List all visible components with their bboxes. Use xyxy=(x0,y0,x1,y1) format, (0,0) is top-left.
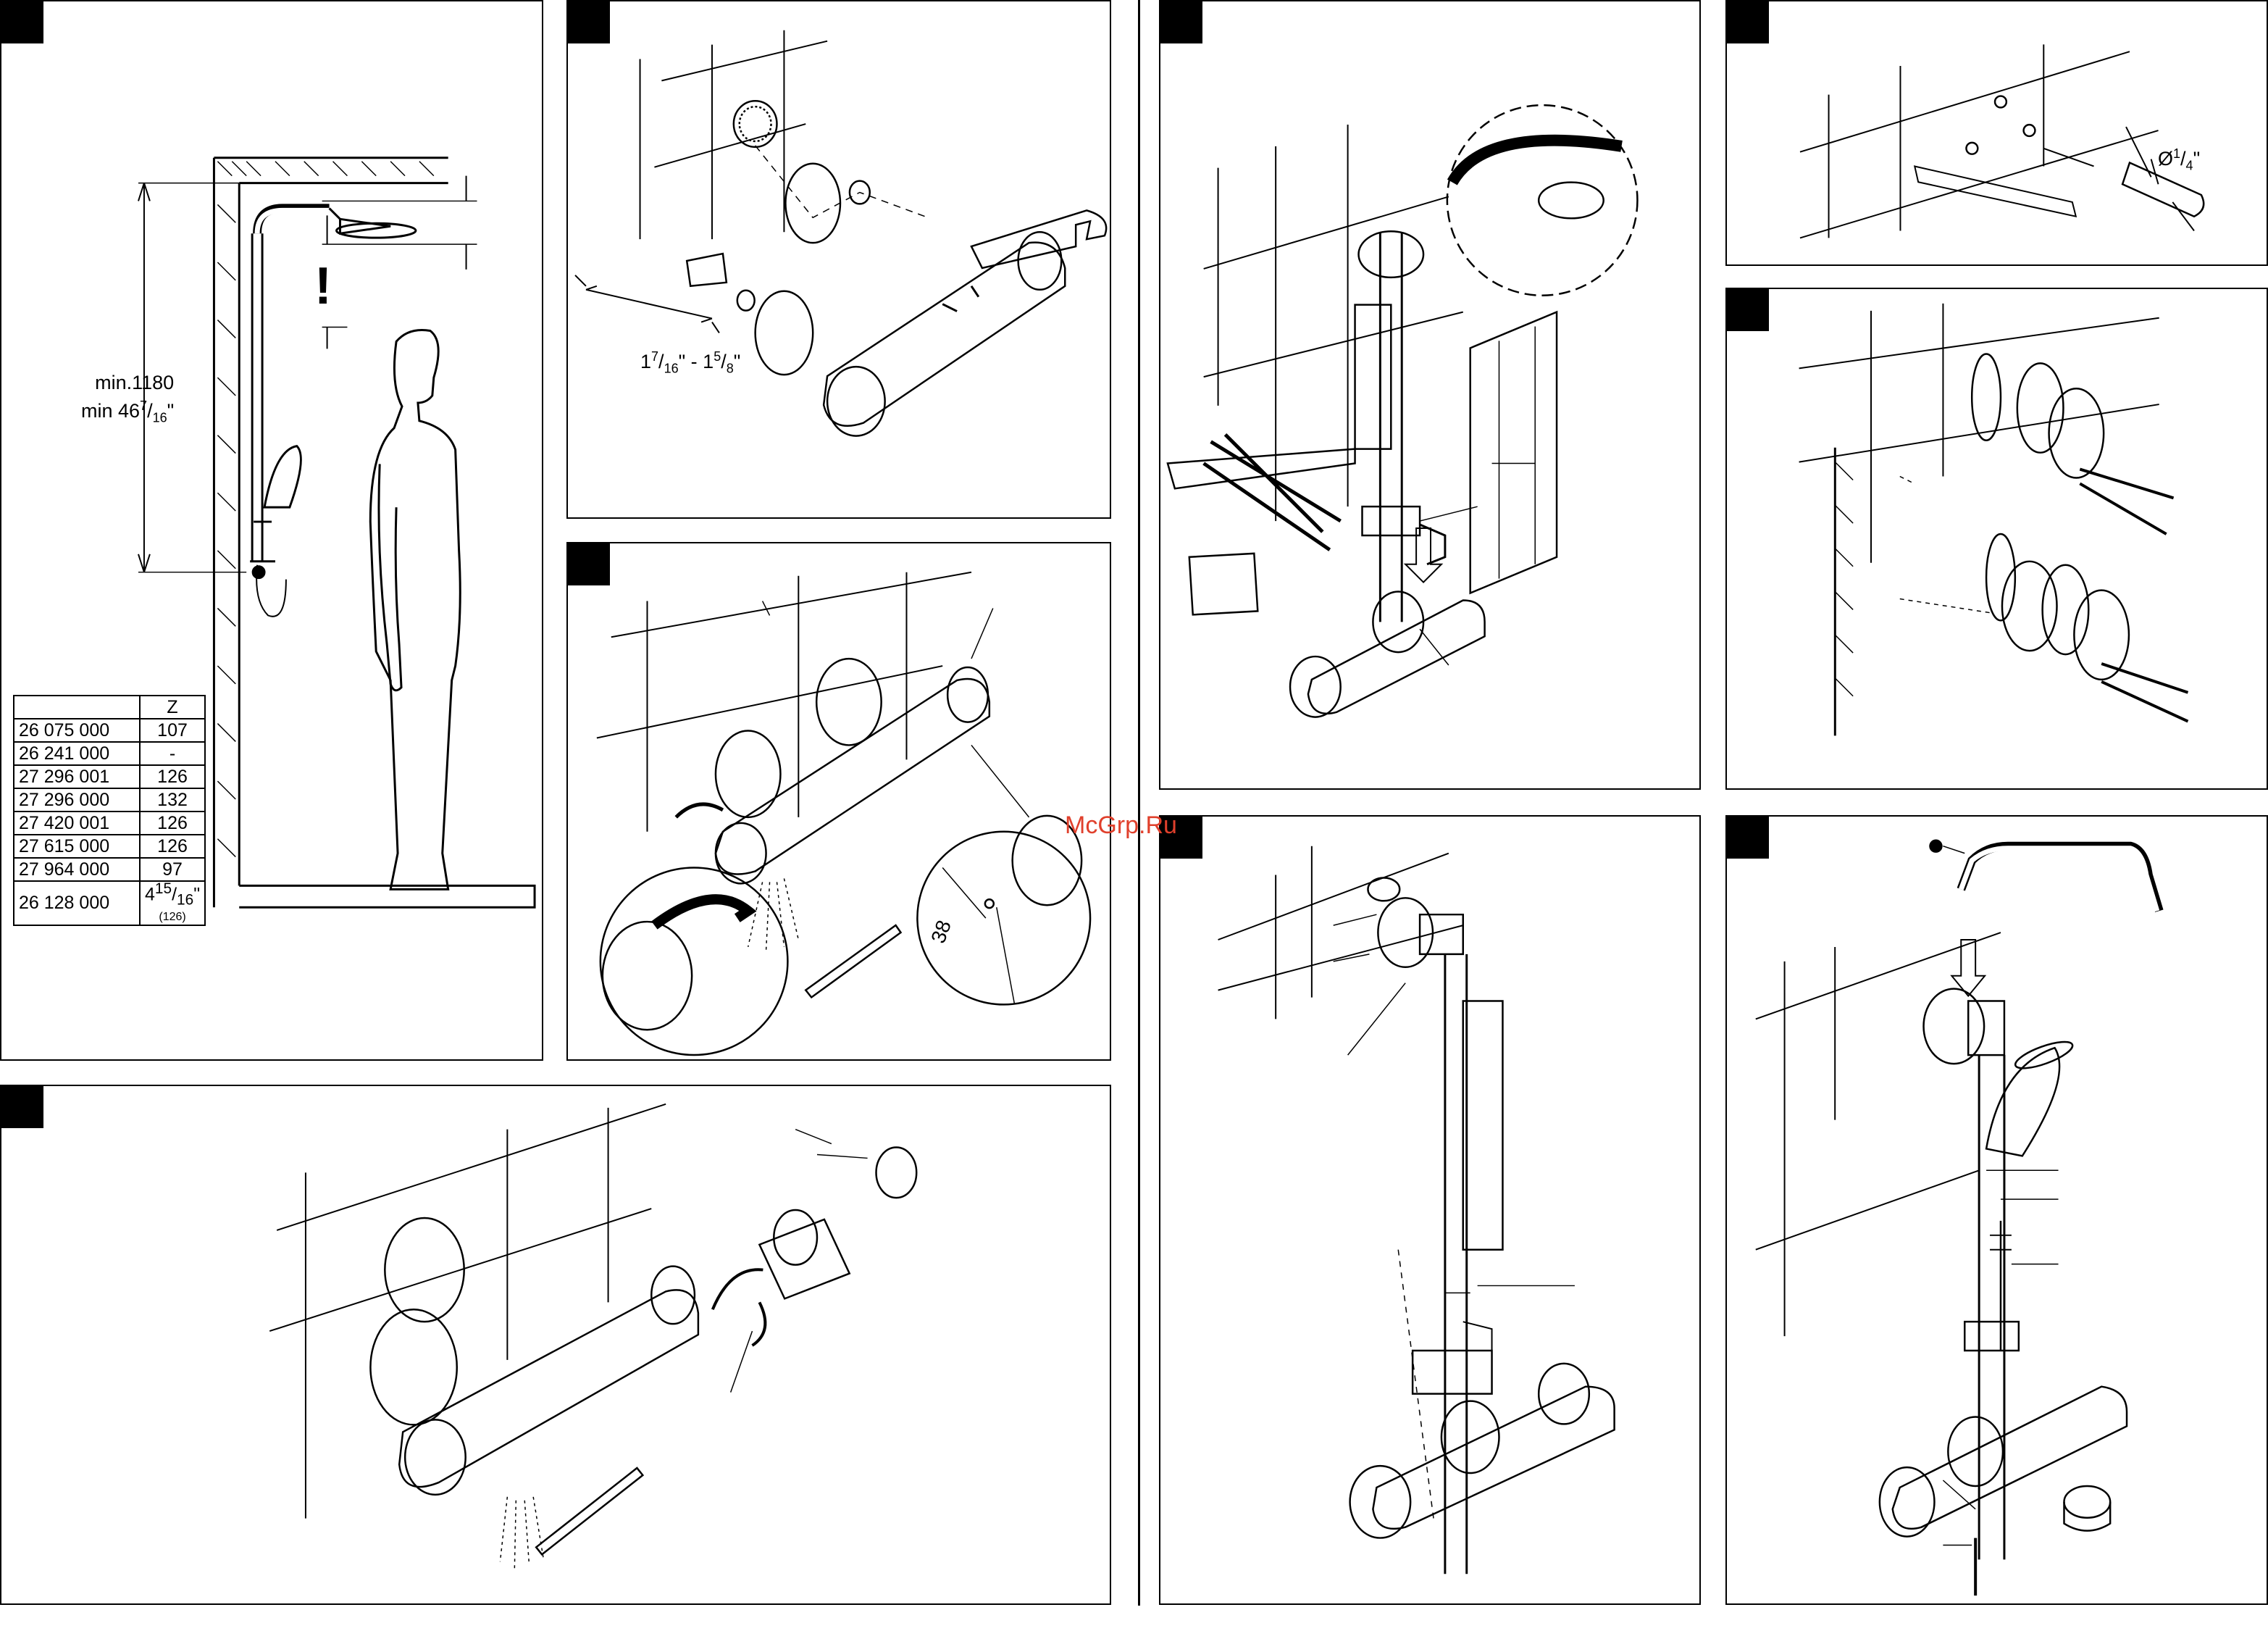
panel-4-drawing xyxy=(1,1086,1110,1603)
panel-rail-mounting xyxy=(1159,815,1701,1605)
panel-3-drawing xyxy=(568,543,1110,1059)
table-header: Z xyxy=(14,696,205,719)
panel-connection-range: 17/16" - 15/8" xyxy=(566,0,1111,519)
panel-2-drawing xyxy=(568,1,1110,517)
warning-exclamation: ! xyxy=(314,256,332,316)
panel-drilling: Ø1/4" xyxy=(1725,0,2268,266)
panel-8-drawing xyxy=(1160,817,1699,1603)
panel-rail-assembly xyxy=(1159,0,1701,790)
table-row: 26 128 000 415/16" (126) xyxy=(14,881,205,925)
table-row: 26 241 000- xyxy=(14,742,205,765)
connection-range-label: 17/16" - 15/8" xyxy=(640,349,740,376)
panel-wall-fixing xyxy=(1725,288,2268,790)
panel-temperature: 38 xyxy=(566,542,1111,1061)
min-height-mm: min.1180 xyxy=(81,371,174,394)
min-height-inch: min 467/16" xyxy=(81,394,174,429)
panel-head-shower-assembly xyxy=(1725,815,2268,1605)
panel-6-drawing xyxy=(1727,1,2267,264)
panel-mixer-assembly xyxy=(0,1085,1111,1605)
drill-diameter-label: Ø1/4" xyxy=(2158,146,2200,173)
header-z: Z xyxy=(140,696,205,719)
panel-7-drawing xyxy=(1727,289,2267,788)
header-model xyxy=(14,696,140,719)
column-separator xyxy=(1138,0,1140,1606)
panel-5-drawing xyxy=(1160,1,1699,788)
watermark: McGrp.Ru xyxy=(1065,812,1177,840)
panel-9-drawing xyxy=(1727,817,2267,1603)
min-height-label: min.1180 min 467/16" xyxy=(81,371,174,429)
